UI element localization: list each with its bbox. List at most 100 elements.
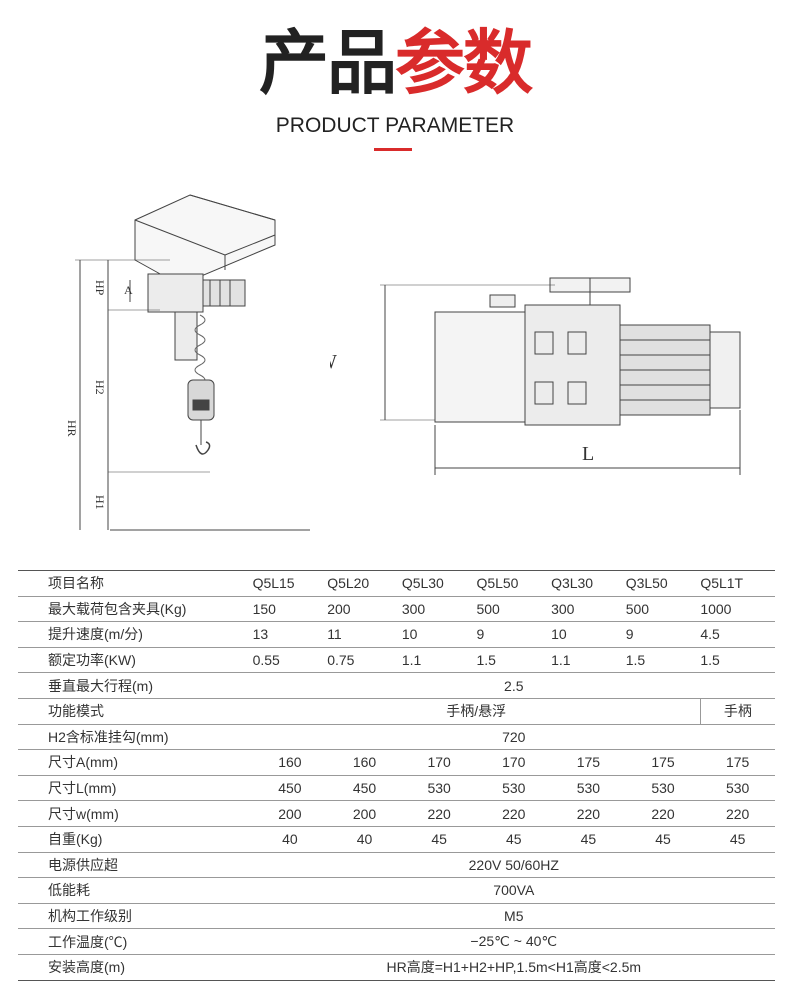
row-label: 尺寸A(mm) [18, 749, 253, 776]
table-cell: 1.5 [700, 647, 775, 674]
table-cell: 0.55 [252, 647, 328, 674]
label-h2: H2 [93, 380, 107, 395]
label-w: W [330, 351, 337, 373]
table-cell: 10 [551, 621, 626, 648]
table-cell: 175 [625, 749, 701, 776]
hoist-side-drawing: HP A H2 HR H1 [65, 194, 310, 531]
table-cell: 500 [625, 596, 701, 623]
model-name: Q5L30 [401, 570, 477, 597]
row-label: 安装高度(m) [18, 954, 253, 981]
table-cell: 0.75 [327, 647, 402, 674]
table-cell: 手柄 [699, 698, 775, 725]
row-label: 功能模式 [18, 698, 253, 725]
table-cell: 220 [700, 800, 775, 827]
table-cell: 220 [551, 800, 626, 827]
table-cell: 300 [551, 596, 626, 623]
table-cell: 4.5 [700, 621, 775, 648]
table-row: 尺寸A(mm) 160 160 170 170 175 175 175 [18, 749, 775, 776]
model-name: Q5L1T [700, 570, 775, 597]
table-cell: 200 [327, 596, 402, 623]
table-row: 尺寸L(mm) 450 450 530 530 530 530 530 [18, 775, 775, 802]
row-label: 尺寸w(mm) [18, 800, 253, 827]
row-label: H2含标准挂勾(mm) [18, 724, 253, 751]
row-label: 自重(Kg) [18, 826, 253, 853]
table-cell: 2.5 [252, 672, 775, 699]
table-cell: −25℃ ~ 40℃ [252, 928, 775, 955]
table-cell: 220 [625, 800, 701, 827]
table-cell: 45 [401, 826, 477, 853]
table-cell: 200 [327, 800, 402, 827]
table-row: 功能模式 手柄/悬浮 手柄 [18, 698, 775, 725]
table-cell: 40 [252, 826, 328, 853]
label-h1: H1 [93, 495, 107, 510]
table-row: 安装高度(m) HR高度=H1+H2+HP,1.5m<H1高度<2.5m [18, 954, 775, 981]
table-cell: 45 [551, 826, 626, 853]
row-label: 最大载荷包含夹具(Kg) [18, 596, 253, 623]
row-label: 工作温度(℃) [18, 928, 253, 955]
label-l: L [582, 443, 594, 465]
table-cell: 530 [401, 775, 477, 802]
table-cell: 45 [625, 826, 701, 853]
table-cell: 530 [700, 775, 775, 802]
label-hr: HR [65, 420, 79, 437]
model-name: Q5L50 [476, 570, 552, 597]
model-name: Q3L30 [551, 570, 626, 597]
page-subtitle: PRODUCT PARAMETER [275, 114, 515, 137]
table-row: 提升速度(m/分) 13 11 10 9 10 9 4.5 [18, 621, 775, 648]
table-cell: 1.1 [401, 647, 477, 674]
row-label: 项目名称 [18, 570, 253, 597]
table-cell: 1.5 [625, 647, 701, 674]
table-row: H2含标准挂勾(mm) 720 [18, 724, 775, 751]
row-label: 机构工作级别 [18, 903, 253, 930]
table-cell: 10 [401, 621, 477, 648]
table-row: 工作温度(℃) −25℃ ~ 40℃ [18, 928, 775, 955]
table-cell: 11 [327, 621, 402, 648]
table-cell: 720 [252, 724, 775, 751]
table-cell: 13 [252, 621, 328, 648]
table-cell: 1.1 [551, 647, 626, 674]
row-label: 提升速度(m/分) [18, 621, 253, 648]
table-cell: 175 [700, 749, 775, 776]
row-label: 低能耗 [18, 877, 253, 904]
table-cell: 170 [476, 749, 552, 776]
row-label: 额定功率(KW) [18, 647, 253, 674]
table-row: 额定功率(KW) 0.55 0.75 1.1 1.5 1.1 1.5 1.5 [18, 647, 775, 674]
table-cell: 45 [700, 826, 775, 853]
table-cell: M5 [252, 903, 775, 930]
title-red: 参数 [395, 22, 533, 104]
table-cell: 160 [252, 749, 328, 776]
table-cell: 9 [476, 621, 552, 648]
label-a: A [124, 283, 133, 297]
table-cell: 220 [401, 800, 477, 827]
table-cell: 40 [327, 826, 402, 853]
table-cell: 220 [476, 800, 552, 827]
table-cell: 150 [252, 596, 328, 623]
table-row: 尺寸w(mm) 200 200 220 220 220 220 220 [18, 800, 775, 827]
model-name: Q5L20 [327, 570, 402, 597]
table-cell: 530 [625, 775, 701, 802]
label-hp: HP [93, 280, 107, 296]
title-accent-bar [374, 148, 412, 151]
table-cell: 450 [252, 775, 328, 802]
table-cell: 200 [252, 800, 328, 827]
table-cell: 1000 [700, 596, 775, 623]
table-row: 电源供应超 220V 50/60HZ [18, 852, 775, 879]
table-row: 自重(Kg) 40 40 45 45 45 45 45 [18, 826, 775, 853]
table-cell: 500 [476, 596, 552, 623]
title-black: 产品 [259, 22, 397, 104]
table-row: 最大载荷包含夹具(Kg) 150 200 300 500 300 500 100… [18, 596, 775, 623]
table-cell: 1.5 [476, 647, 552, 674]
table-cell: 175 [551, 749, 626, 776]
table-row: 低能耗 700VA [18, 877, 775, 904]
table-cell: 700VA [252, 877, 775, 904]
table-row: 机构工作级别 M5 [18, 903, 775, 930]
table-cell: 220V 50/60HZ [252, 852, 775, 879]
table-cell: 手柄/悬浮 [252, 698, 701, 725]
hoist-front-drawing: W L [330, 277, 741, 475]
page-title: 产品参数 [0, 22, 790, 104]
table-cell: 45 [476, 826, 552, 853]
row-label: 尺寸L(mm) [18, 775, 253, 802]
table-cell: 160 [327, 749, 402, 776]
table-cell: 9 [625, 621, 701, 648]
